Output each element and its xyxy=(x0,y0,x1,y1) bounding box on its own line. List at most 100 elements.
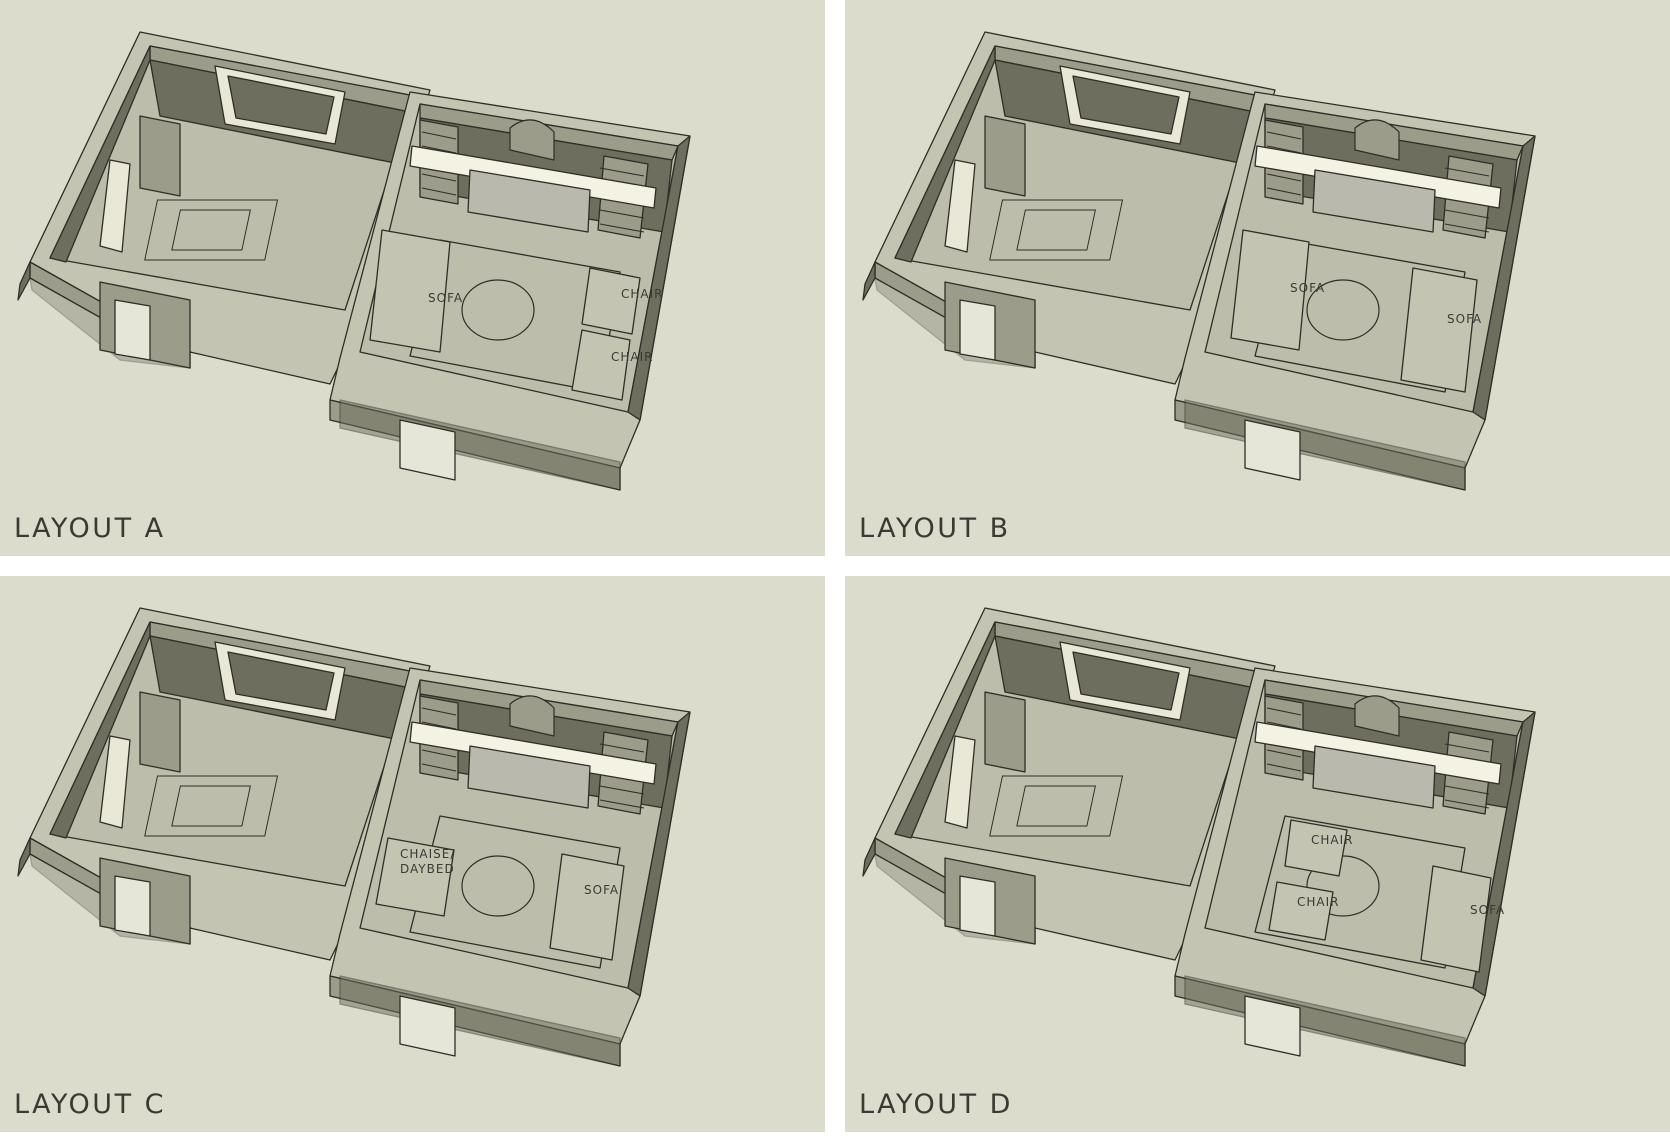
shelf-line xyxy=(1266,749,1302,758)
chaise-daybed xyxy=(375,837,455,917)
left-room-doorway xyxy=(959,299,996,361)
sofa xyxy=(1420,865,1492,973)
side-door xyxy=(99,735,131,829)
left-table-outline xyxy=(171,785,251,827)
room-model xyxy=(862,31,1536,491)
layout-d-panel: CHAIR CHAIR SOFA LAYOUT D xyxy=(845,576,1670,1132)
cabinet xyxy=(984,691,1026,773)
left-rug-outline xyxy=(989,775,1124,837)
chaise-label-line2: DAYBED xyxy=(400,862,455,876)
mantel xyxy=(409,721,657,785)
chair-top xyxy=(1284,819,1348,877)
left-rug-outline xyxy=(144,199,279,261)
window-pane xyxy=(227,75,335,135)
mantel xyxy=(1254,145,1502,209)
chair-bottom xyxy=(1268,881,1334,941)
shelf-line xyxy=(1266,721,1302,730)
left-room-doorway xyxy=(959,875,996,937)
shelf-line xyxy=(1266,707,1302,716)
shelf-line xyxy=(1444,785,1490,795)
side-door xyxy=(99,159,131,253)
shelf-line xyxy=(599,785,645,795)
shelf-line xyxy=(1444,167,1490,177)
arched-mirror xyxy=(509,119,555,161)
sofa-left xyxy=(1230,229,1310,351)
layout-caption: LAYOUT D xyxy=(859,1089,1013,1120)
cabinet xyxy=(139,691,181,773)
left-room-doorway xyxy=(114,875,151,937)
layout-d-drawing: CHAIR CHAIR SOFA xyxy=(862,607,1536,1067)
arched-mirror xyxy=(1354,119,1400,161)
layout-caption: LAYOUT B xyxy=(859,513,1011,544)
room-model xyxy=(862,607,1536,1067)
layout-b-panel: SOFA SOFA LAYOUT B xyxy=(845,0,1670,556)
right-room-doorway xyxy=(1244,419,1301,481)
shelf-line xyxy=(421,131,457,140)
layout-c-panel: CHAISE/ DAYBED SOFA LAYOUT C xyxy=(0,576,825,1132)
layout-a-panel: SOFA CHAIR CHAIR LAYOUT A xyxy=(0,0,825,556)
sofa xyxy=(549,853,625,961)
furniture-labels: CHAIR CHAIR SOFA xyxy=(1297,833,1505,917)
sofa-label: SOFA xyxy=(428,291,463,305)
round-coffee-table xyxy=(1306,279,1380,341)
sofa-label: SOFA xyxy=(1470,903,1505,917)
shelf-line xyxy=(1444,209,1490,219)
fireplace-screen xyxy=(1312,169,1436,233)
left-room-corner xyxy=(17,261,31,301)
right-room-doorway xyxy=(399,995,456,1057)
chair-label-top: CHAIR xyxy=(1311,833,1354,847)
left-room-corner xyxy=(17,837,31,877)
arched-mirror xyxy=(1354,695,1400,737)
furniture xyxy=(1230,229,1478,393)
window-pane xyxy=(227,651,335,711)
sofa-label-right: SOFA xyxy=(1447,312,1482,326)
cabinet xyxy=(984,115,1026,197)
mantel xyxy=(409,145,657,209)
shelf-line xyxy=(421,145,457,154)
arched-mirror xyxy=(509,695,555,737)
layout-caption: LAYOUT A xyxy=(14,513,166,544)
chair-label-bottom: CHAIR xyxy=(1297,895,1340,909)
fireplace-screen xyxy=(467,169,591,233)
left-room-left-wall xyxy=(894,621,996,839)
left-table-outline xyxy=(171,209,251,251)
sofa-right xyxy=(1400,267,1478,393)
fireplace-screen xyxy=(1312,745,1436,809)
cabinet xyxy=(139,115,181,197)
mantel xyxy=(1254,721,1502,785)
left-room-corner xyxy=(862,837,876,877)
left-room-corner xyxy=(862,261,876,301)
left-room-left-wall xyxy=(894,45,996,263)
right-room-right-wall xyxy=(627,135,691,421)
left-rug-outline xyxy=(144,775,279,837)
shelf-line xyxy=(599,743,645,753)
chair-label-bottom: CHAIR xyxy=(611,350,654,364)
right-room-right-wall xyxy=(627,711,691,997)
layout-a-drawing: SOFA CHAIR CHAIR xyxy=(17,31,691,491)
furniture-labels: CHAISE/ DAYBED SOFA xyxy=(400,847,619,897)
right-room-right-wall xyxy=(1472,711,1536,997)
sofa-label: SOFA xyxy=(584,883,619,897)
furniture-labels: SOFA CHAIR CHAIR xyxy=(428,287,663,364)
chaise-label-line1: CHAISE/ xyxy=(400,847,455,861)
shelf-line xyxy=(421,187,457,196)
furniture-labels: SOFA SOFA xyxy=(1290,281,1482,326)
round-coffee-table xyxy=(461,855,535,917)
shelf-line xyxy=(1266,145,1302,154)
furniture xyxy=(1268,819,1492,973)
shelf-line xyxy=(1266,763,1302,772)
right-room-doorway xyxy=(399,419,456,481)
right-room-right-wall xyxy=(1472,135,1536,421)
layout-caption: LAYOUT C xyxy=(14,1089,166,1120)
furniture xyxy=(369,229,641,401)
shelf-line xyxy=(421,749,457,758)
left-rug-outline xyxy=(989,199,1124,261)
shelf-line xyxy=(421,707,457,716)
room-model xyxy=(17,31,691,491)
side-door xyxy=(944,735,976,829)
left-table-outline xyxy=(1016,209,1096,251)
shelf-line xyxy=(1444,799,1490,809)
right-rug-outline xyxy=(1254,815,1466,969)
shelf-line xyxy=(1266,131,1302,140)
layout-b-drawing: SOFA SOFA xyxy=(862,31,1536,491)
